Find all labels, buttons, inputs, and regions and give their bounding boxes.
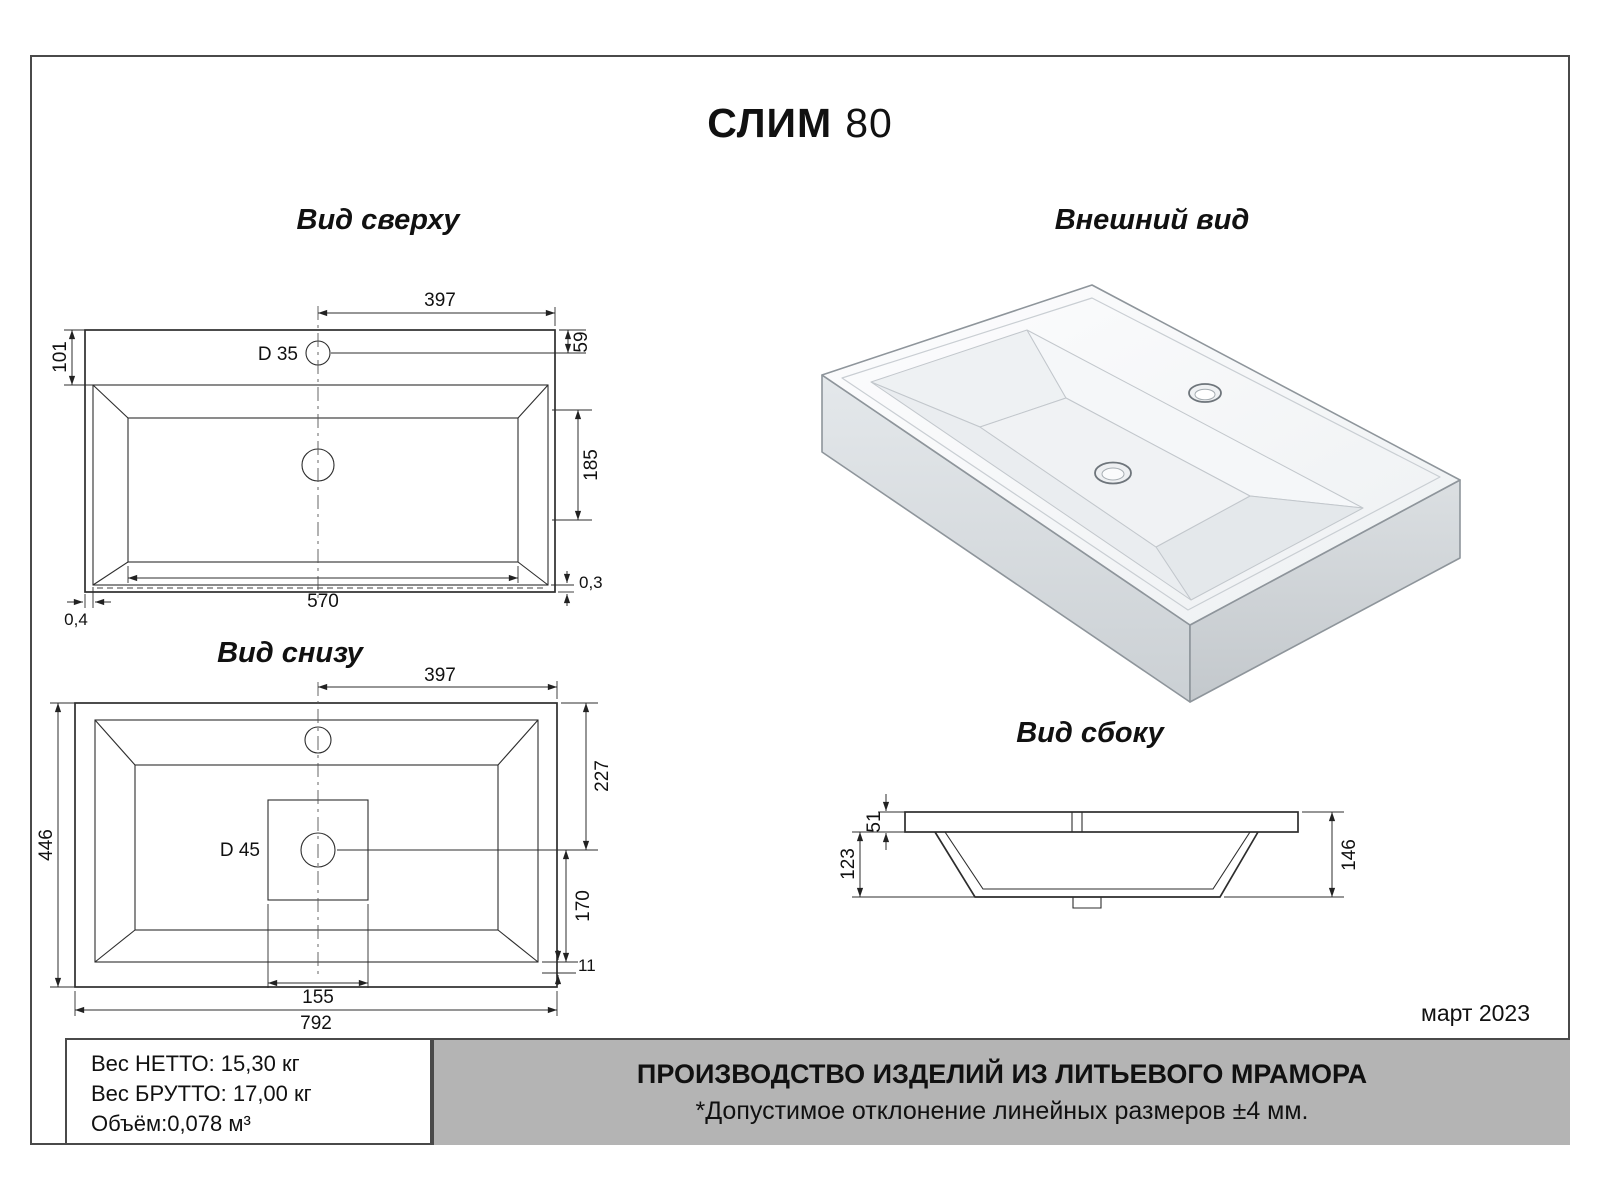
product-name: СЛИМ — [707, 100, 833, 146]
faucet-hole-bottom-view — [304, 726, 332, 754]
dim-bottom-446: 446 — [36, 829, 57, 861]
top-view-drawing: 397 D 35 59 101 185 570 0,4 0,3 — [50, 290, 603, 629]
bottom-view-label: Вид снизу — [217, 637, 363, 669]
drain-hole-bottom-view — [300, 832, 336, 868]
dim-top-570: 570 — [307, 591, 339, 612]
sink-rim-line — [841, 297, 1441, 611]
production-banner: ПРОИЗВОДСТВО ИЗДЕЛИЙ ИЗ ЛИТЬЕВОГО МРАМОР… — [432, 1038, 1570, 1145]
drain-stub — [1072, 897, 1102, 909]
tolerance-note: *Допустимое отклонение линейных размеров… — [695, 1097, 1309, 1125]
faucet-hole-3d — [1188, 383, 1222, 403]
dim-side-51: 51 — [864, 811, 885, 832]
dim-bottom-11: 11 — [578, 956, 596, 975]
side-view-dimensions: 51 123 146 — [838, 794, 1360, 898]
net-weight: Вес НЕТТО: 15,30 кг — [91, 1051, 300, 1076]
external-view-drawing — [821, 284, 1461, 703]
side-view-outline — [904, 811, 1299, 909]
drain-hole-3d — [1094, 461, 1132, 485]
production-title: ПРОИЗВОДСТВО ИЗДЕЛИЙ ИЗ ЛИТЬЕВОГО МРАМОР… — [636, 1059, 1368, 1089]
bottom-view-dimensions: 397 446 227 170 11 D 45 155 792 — [36, 665, 613, 1034]
dim-top-0-3: 0,3 — [579, 573, 603, 592]
dim-top-0-4: 0,4 — [64, 610, 88, 629]
dim-side-123: 123 — [838, 848, 859, 880]
volume: Объём:0,078 м³ — [91, 1111, 251, 1136]
product-size-number: 80 — [845, 100, 893, 146]
gross-weight: Вес БРУТТО: 17,00 кг — [91, 1081, 312, 1106]
external-view-label: Внешний вид — [1054, 204, 1250, 236]
dim-bottom-397: 397 — [424, 665, 456, 686]
side-view-label: Вид сбоку — [1016, 717, 1164, 749]
dim-top-397: 397 — [424, 290, 456, 311]
dim-bottom-155: 155 — [302, 987, 334, 1008]
top-view-label: Вид сверху — [296, 204, 460, 236]
bottom-view-outline — [74, 682, 558, 988]
top-view-outline — [84, 306, 556, 598]
date-label: март 2023 — [1421, 1000, 1530, 1026]
dim-top-59: 59 — [571, 331, 592, 352]
bottom-view-drawing: 397 446 227 170 11 D 45 155 792 — [36, 665, 613, 1034]
dim-bottom-227: 227 — [592, 760, 613, 792]
dim-side-146: 146 — [1339, 839, 1360, 871]
side-view-drawing: 51 123 146 — [838, 794, 1360, 909]
sink-3d — [821, 284, 1461, 703]
dim-bottom-d45: D 45 — [220, 840, 260, 861]
top-view-dimensions: 397 D 35 59 101 185 570 0,4 0,3 — [50, 290, 603, 629]
dim-bottom-792: 792 — [300, 1013, 332, 1034]
page-title: СЛИМ 80 — [0, 100, 1600, 147]
dim-bottom-170: 170 — [573, 890, 594, 922]
weight-info-box: Вес НЕТТО: 15,30 кг Вес БРУТТО: 17,00 кг… — [65, 1038, 432, 1145]
dim-top-d35: D 35 — [258, 344, 298, 365]
dim-top-101: 101 — [50, 341, 71, 373]
dim-top-185: 185 — [581, 449, 602, 481]
